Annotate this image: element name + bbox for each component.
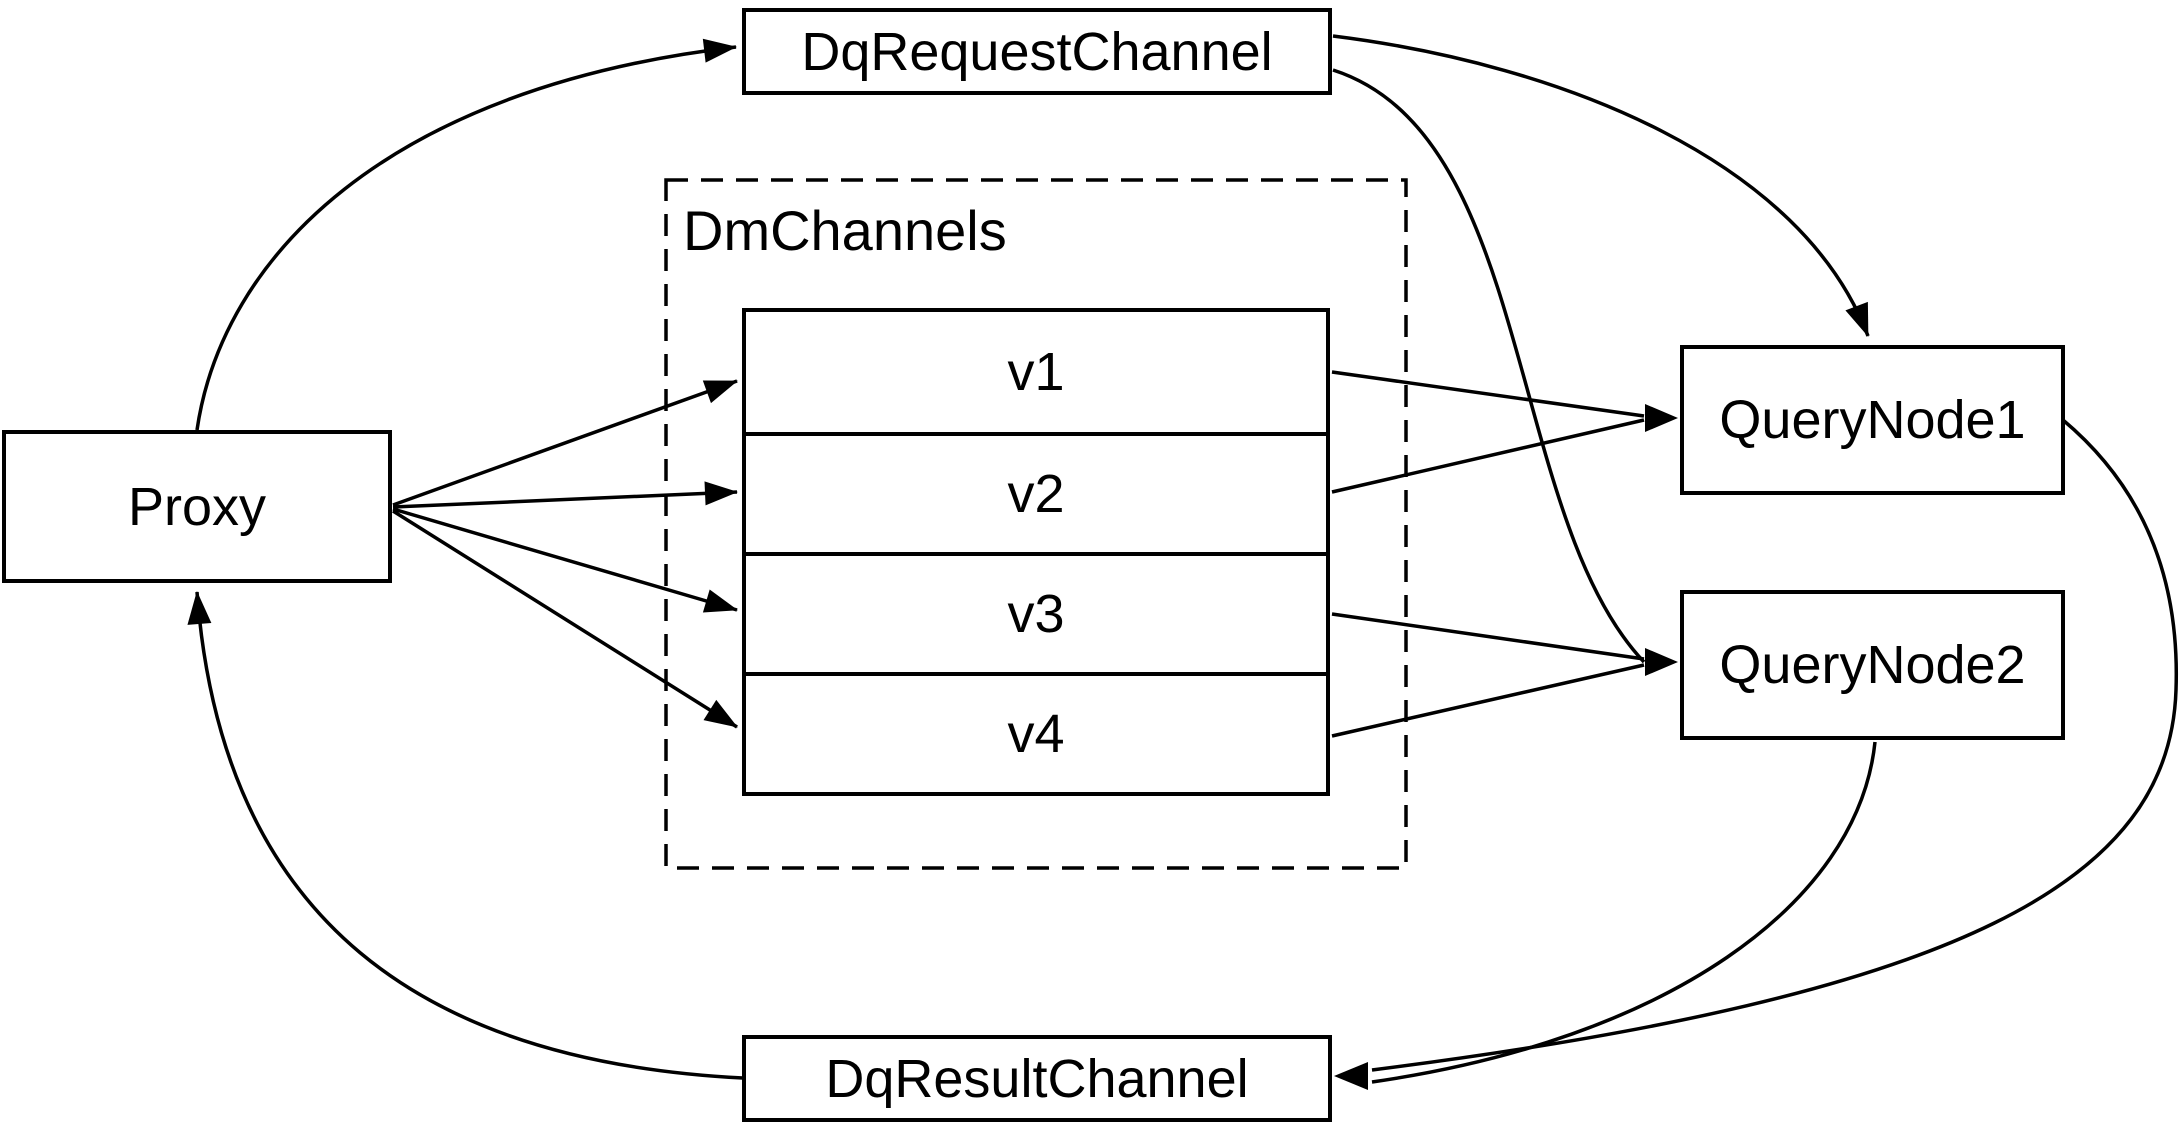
dmchannel-row-v1: v1 (1007, 342, 1065, 402)
edge-dqresultchannel-to-proxy (187, 591, 744, 1080)
edge-proxy-to-v3 (392, 507, 738, 613)
arrowhead-dqresultchannel-right (1334, 1062, 1368, 1090)
arrowhead-querynode1-left (1645, 404, 1678, 432)
arrowhead-querynode2-left (1645, 648, 1678, 676)
dmchannel-row-v3: v3 (746, 552, 1326, 672)
edge-proxy-to-v4 (392, 509, 738, 729)
node-dqrequestchannel-label: DqRequestChannel (801, 21, 1273, 82)
edge-dqrequestchannel-to-querynode1 (1332, 34, 1870, 337)
edge-querynode2-to-dqresultchannel (1371, 741, 1877, 1084)
dmchannels-label: DmChannels (683, 199, 1007, 262)
dmchannel-row-v4: v4 (746, 672, 1326, 792)
edge-v3-to-querynode2 (1331, 612, 1645, 661)
node-querynode1-label: QueryNode1 (1719, 390, 2026, 450)
node-dqrequestchannel: DqRequestChannel (742, 8, 1332, 95)
node-querynode1: QueryNode1 (1680, 345, 2065, 495)
edge-proxy-to-v2 (392, 481, 738, 509)
edge-proxy-to-v1 (392, 379, 738, 507)
node-querynode2: QueryNode2 (1680, 590, 2065, 740)
node-proxy-label: Proxy (127, 476, 267, 537)
node-dqresultchannel: DqResultChannel (742, 1035, 1332, 1122)
edge-querynode1-to-dqresultchannel (1371, 418, 2179, 1072)
node-dqresultchannel-label: DqResultChannel (825, 1048, 1249, 1109)
edge-v1-to-querynode1 (1331, 370, 1645, 418)
edge-v4-to-querynode2 (1331, 663, 1645, 738)
edge-dqrequestchannel-to-querynode2 (1332, 68, 1646, 664)
node-querynode2-label: QueryNode2 (1719, 635, 2026, 695)
dmchannels-table: v1 v2 v3 v4 (742, 308, 1330, 796)
dmchannel-row-v2: v2 (746, 432, 1326, 552)
edge-v2-to-querynode1 (1331, 418, 1645, 494)
dmchannels-boundary (664, 178, 1408, 870)
edge-proxy-to-dqrequestchannel (195, 38, 737, 431)
node-proxy: Proxy (2, 430, 392, 583)
